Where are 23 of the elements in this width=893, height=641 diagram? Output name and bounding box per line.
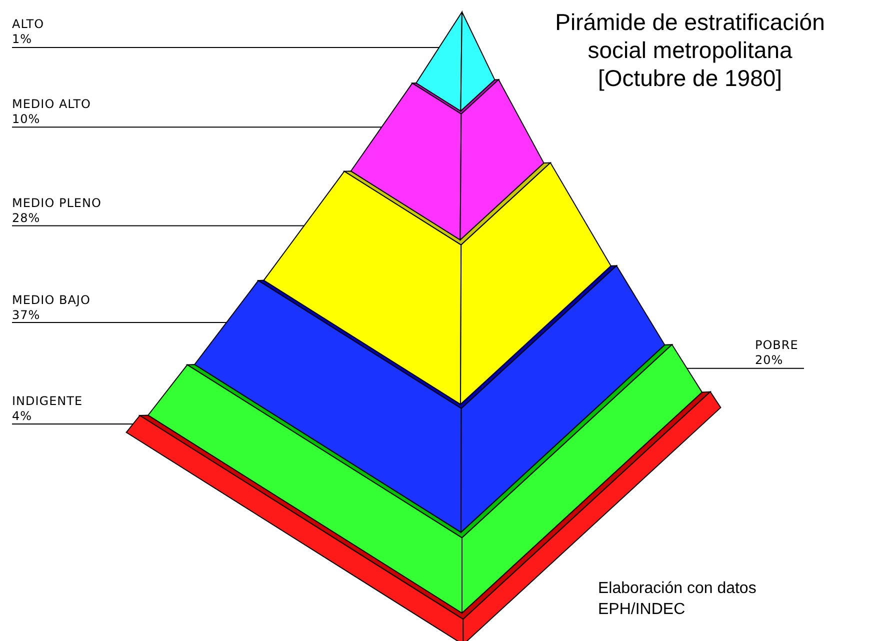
pyramid-layer [263, 162, 612, 406]
pyramid-layer [416, 12, 496, 112]
class-name: MEDIO ALTO [12, 97, 91, 112]
percentage: 20% [755, 353, 784, 368]
percentage: 10% [12, 112, 42, 128]
leader-line [12, 126, 382, 128]
class-name: POBRE [755, 338, 798, 354]
percentage: 37% [12, 308, 42, 323]
title: Pirámide de estratificación social metropolitana [Octubre de 1980] [555, 8, 825, 92]
class-name: INDIGENTE [12, 394, 83, 409]
percentage: 28% [12, 210, 42, 226]
leader-line [12, 47, 440, 48]
leader-line [686, 368, 804, 369]
leader-line [12, 225, 305, 226]
pyramid-layer [350, 78, 544, 242]
source-caption: Elaboración con datos EPH/INDEC [598, 579, 758, 620]
pyramid-layer [194, 264, 666, 534]
leader-line [12, 322, 227, 323]
class-name: MEDIO PLENO [12, 196, 102, 211]
percentage: 1% [12, 32, 34, 48]
percentage: 4% [12, 408, 34, 424]
class-name: ALTO [12, 17, 44, 32]
class-name: MEDIO BAJO [12, 292, 90, 308]
